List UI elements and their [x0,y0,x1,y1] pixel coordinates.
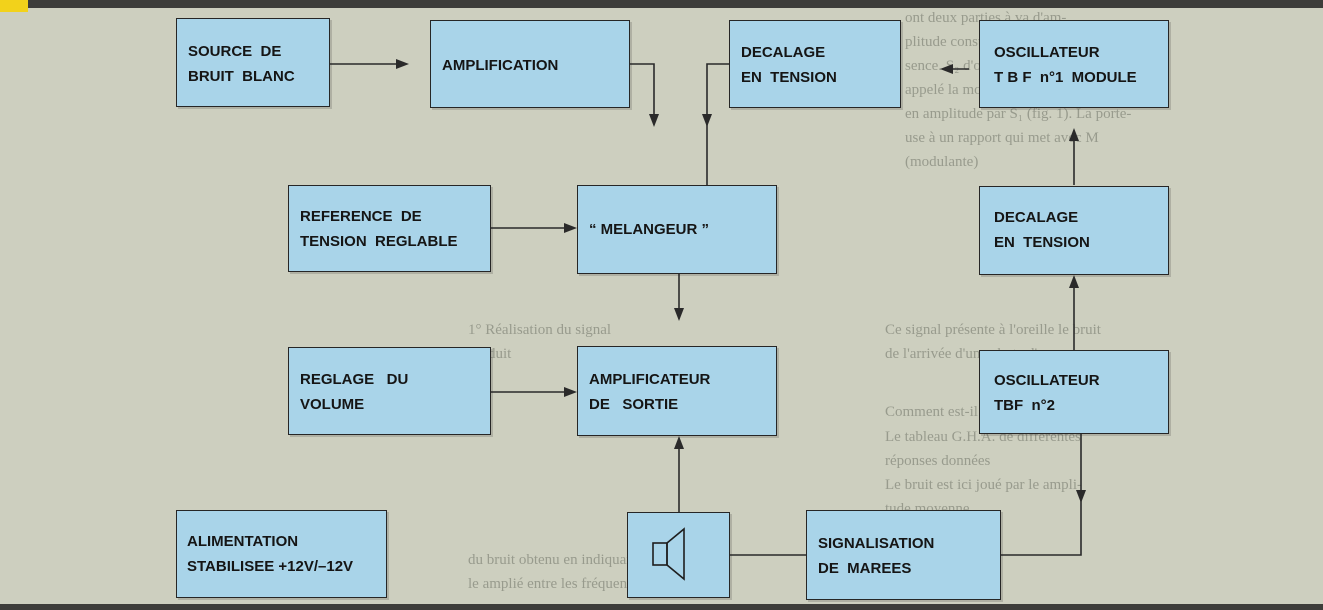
speaker-icon [652,527,685,581]
background-text: use à un rapport qui met avec M [905,130,1099,146]
voltage-offset-right-block: DECALAGE EN TENSION [979,186,1169,275]
block-label: OSCILLATEUR T B F n°1 MODULE [994,44,1137,86]
tide-signalling-block: SIGNALISATION DE MAREES [806,510,1001,600]
background-text: du bruit obtenu en indiquant un fil [468,552,674,568]
arrowhead [649,114,659,127]
offset-to-mixer-line [706,63,729,185]
white-noise-source-block: SOURCE DE BRUIT BLANC [176,18,330,107]
amplification-block: AMPLIFICATION [430,20,630,108]
block-label: SIGNALISATION DE MAREES [818,535,935,577]
volume-control-block: REGLAGE DU VOLUME [288,347,491,435]
oscillator-2-block: OSCILLATEUR TBF n°2 [979,350,1169,434]
arrowhead [396,59,409,69]
block-label: REFERENCE DE TENSION REGLABLE [300,208,458,250]
figure-marker [0,0,28,12]
background-text: Ce signal présente à l'oreille le bruit [885,322,1101,338]
arrowhead [940,64,953,74]
block-label: “ MELANGEUR ” [589,221,709,238]
block-label: ALIMENTATION STABILISEE +12V/–12V [187,533,354,575]
background-text: le amplié entre les fréquen [468,576,628,592]
background-text: (modulante) [905,154,979,170]
oscillator-1-block: OSCILLATEUR T B F n°1 MODULE [979,20,1169,108]
arrowhead [1069,275,1079,288]
arrowhead [564,223,577,233]
arrowhead [1076,490,1086,503]
background-text: Le bruit est ici joué par le ampli- [885,477,1083,493]
background-text: réponses données [885,453,991,469]
block-label: SOURCE DE BRUIT BLANC [188,43,295,85]
bottom-rule [0,604,1323,610]
arrowhead [674,436,684,449]
arrowhead [674,308,684,321]
top-rule [0,0,1323,8]
reference-voltage-block: REFERENCE DE TENSION REGLABLE [288,185,491,272]
speaker-block [627,512,730,598]
voltage-offset-top-block: DECALAGE EN TENSION [729,20,901,108]
background-text: en amplitude par S₁ (fig. 1). La porte- [905,106,1132,122]
block-label: AMPLIFICATEUR DE SORTIE [589,371,711,413]
arrowhead [702,114,712,127]
background-text: 1° Réalisation du signal [468,322,612,338]
block-label: OSCILLATEUR TBF n°2 [994,372,1100,414]
oscillator2-to-signalisation-line [1001,494,1082,556]
block-label: AMPLIFICATION [442,57,559,74]
mixer-block: “ MELANGEUR ” [577,185,777,274]
power-supply-block: ALIMENTATION STABILISEE +12V/–12V [176,510,387,598]
block-label: DECALAGE EN TENSION [994,209,1090,251]
amplification-to-mixer-line [630,63,655,118]
block-label: REGLAGE DU VOLUME [300,371,409,413]
block-label: DECALAGE EN TENSION [741,44,837,86]
arrowhead [564,387,577,397]
output-amplifier-block: AMPLIFICATEUR DE SORTIE [577,346,777,436]
arrowhead [1069,128,1079,141]
